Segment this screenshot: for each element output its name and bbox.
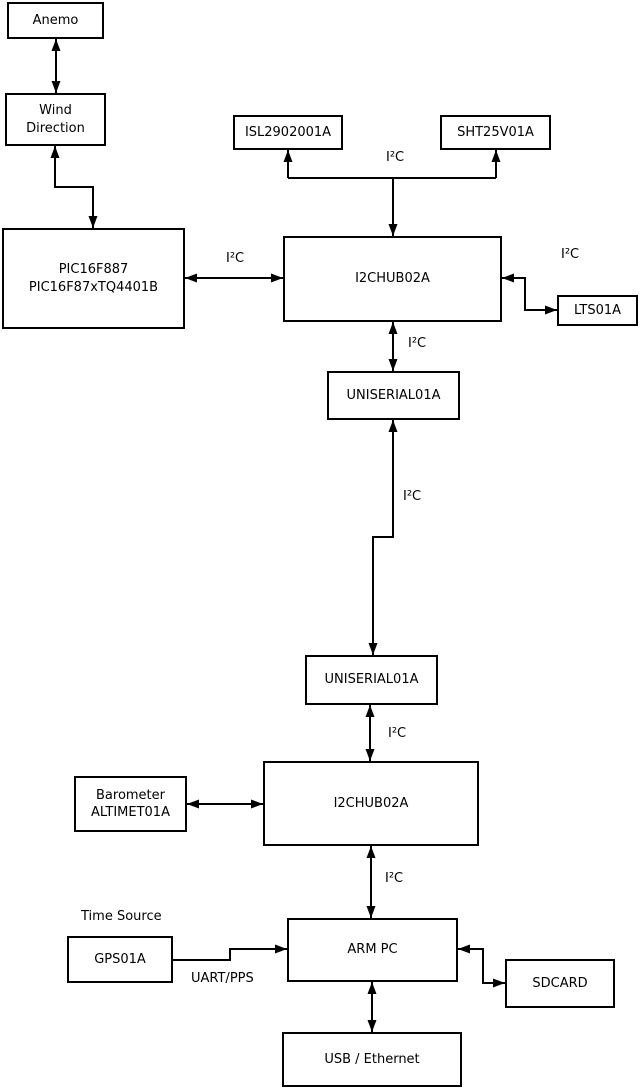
node-wind-direction: Wind Direction bbox=[5, 93, 106, 146]
node-wind-direction-line2: Direction bbox=[26, 120, 85, 136]
node-sht25v01a: SHT25V01A bbox=[440, 115, 551, 150]
node-anemo: Anemo bbox=[7, 2, 104, 39]
label-i2c-hub1-lts: I²C bbox=[561, 247, 580, 262]
node-armpc: ARM PC bbox=[287, 918, 458, 982]
connector-armpc-sdcard bbox=[458, 944, 505, 988]
node-wind-direction-line1: Wind bbox=[39, 103, 72, 119]
node-i2chub02a-2: I2CHUB02A bbox=[263, 761, 479, 846]
node-i2chub02a-1: I2CHUB02A bbox=[283, 236, 502, 322]
connector-gps-armpc bbox=[173, 944, 287, 961]
node-pic: PIC16F887 PIC16F87xTQ4401B bbox=[2, 228, 185, 329]
label-i2c-uniserial-link: I²C bbox=[403, 489, 422, 504]
node-i2chub02a-2-label: I2CHUB02A bbox=[333, 795, 409, 811]
node-gps01a-label: GPS01A bbox=[94, 951, 146, 967]
label-time-source: Time Source bbox=[81, 909, 162, 924]
label-i2c-pic-hub1: I²C bbox=[226, 251, 245, 266]
node-barometer-line1: Barometer bbox=[96, 787, 165, 803]
node-sdcard: SDCARD bbox=[505, 959, 615, 1008]
node-lts01a: LTS01A bbox=[557, 295, 638, 326]
node-armpc-label: ARM PC bbox=[347, 942, 398, 958]
node-usb-ethernet: USB / Ethernet bbox=[282, 1032, 462, 1087]
node-pic-line2: PIC16F87xTQ4401B bbox=[28, 279, 159, 295]
label-i2c-hub2-armpc: I²C bbox=[385, 871, 404, 886]
node-sht25v01a-label: SHT25V01A bbox=[457, 124, 534, 140]
label-i2c-sensor-bus: I²C bbox=[386, 150, 405, 165]
node-gps01a: GPS01A bbox=[67, 936, 173, 983]
label-uart-pps: UART/PPS bbox=[191, 971, 254, 986]
label-i2c-hub1-uniserial1: I²C bbox=[408, 336, 427, 351]
connector-uniserial1-uniserial2 bbox=[368, 420, 398, 655]
node-barometer-line2: ALTIMET01A bbox=[91, 805, 170, 820]
node-anemo-label: Anemo bbox=[32, 12, 79, 28]
node-isl2902001a: ISL2902001A bbox=[233, 115, 343, 150]
label-i2c-uniserial2-hub2: I²C bbox=[388, 726, 407, 741]
node-uniserial01a-1: UNISERIAL01A bbox=[327, 371, 460, 420]
node-barometer: Barometer ALTIMET01A bbox=[74, 776, 187, 832]
node-isl2902001a-label: ISL2902001A bbox=[244, 124, 332, 140]
node-uniserial01a-2-label: UNISERIAL01A bbox=[324, 672, 419, 688]
node-sdcard-label: SDCARD bbox=[532, 975, 588, 991]
node-uniserial01a-1-label: UNISERIAL01A bbox=[346, 387, 441, 403]
node-lts01a-label: LTS01A bbox=[573, 302, 622, 318]
node-usb-ethernet-label: USB / Ethernet bbox=[324, 1051, 420, 1067]
node-pic-line1: PIC16F887 bbox=[58, 262, 129, 278]
node-uniserial01a-2: UNISERIAL01A bbox=[305, 655, 438, 705]
connector-wind-pic bbox=[50, 146, 98, 228]
connector-hub1-lts bbox=[502, 273, 557, 315]
node-i2chub02a-1-label: I2CHUB02A bbox=[355, 271, 430, 287]
